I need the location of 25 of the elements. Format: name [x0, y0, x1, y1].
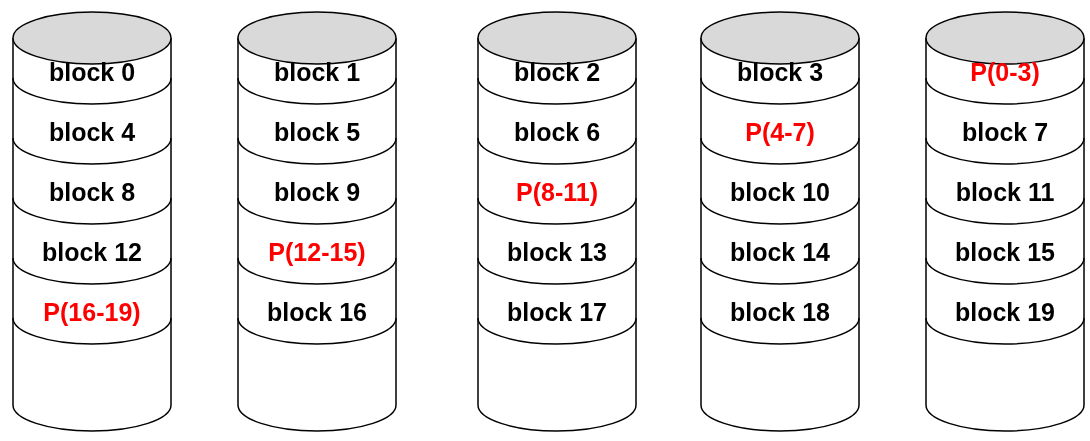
block-label: block 18	[728, 298, 832, 327]
block-label: block 4	[47, 118, 137, 147]
block-label: block 14	[728, 238, 832, 267]
parity-label: P(4-7)	[744, 118, 816, 147]
block-label: block 16	[265, 298, 369, 327]
block-label: block 3	[735, 58, 825, 87]
block-label: block 11	[954, 178, 1056, 207]
parity-label: P(0-3)	[969, 58, 1041, 87]
block-label: block 2	[512, 58, 602, 87]
block-label: block 8	[47, 178, 137, 207]
block-label: block 19	[953, 298, 1057, 327]
block-label: block 12	[40, 238, 144, 267]
block-label: block 7	[960, 118, 1050, 147]
block-label: block 9	[272, 178, 362, 207]
parity-label: P(16-19)	[42, 298, 142, 327]
parity-label: P(8-11)	[515, 178, 599, 207]
block-label: block 10	[728, 178, 832, 207]
block-label: block 5	[272, 118, 362, 147]
block-label: block 17	[505, 298, 609, 327]
parity-label: P(12-15)	[267, 238, 367, 267]
block-label: block 1	[272, 58, 362, 87]
block-label: block 6	[512, 118, 602, 147]
block-label: block 15	[953, 238, 1057, 267]
block-label: block 13	[505, 238, 609, 267]
block-label: block 0	[47, 58, 137, 87]
